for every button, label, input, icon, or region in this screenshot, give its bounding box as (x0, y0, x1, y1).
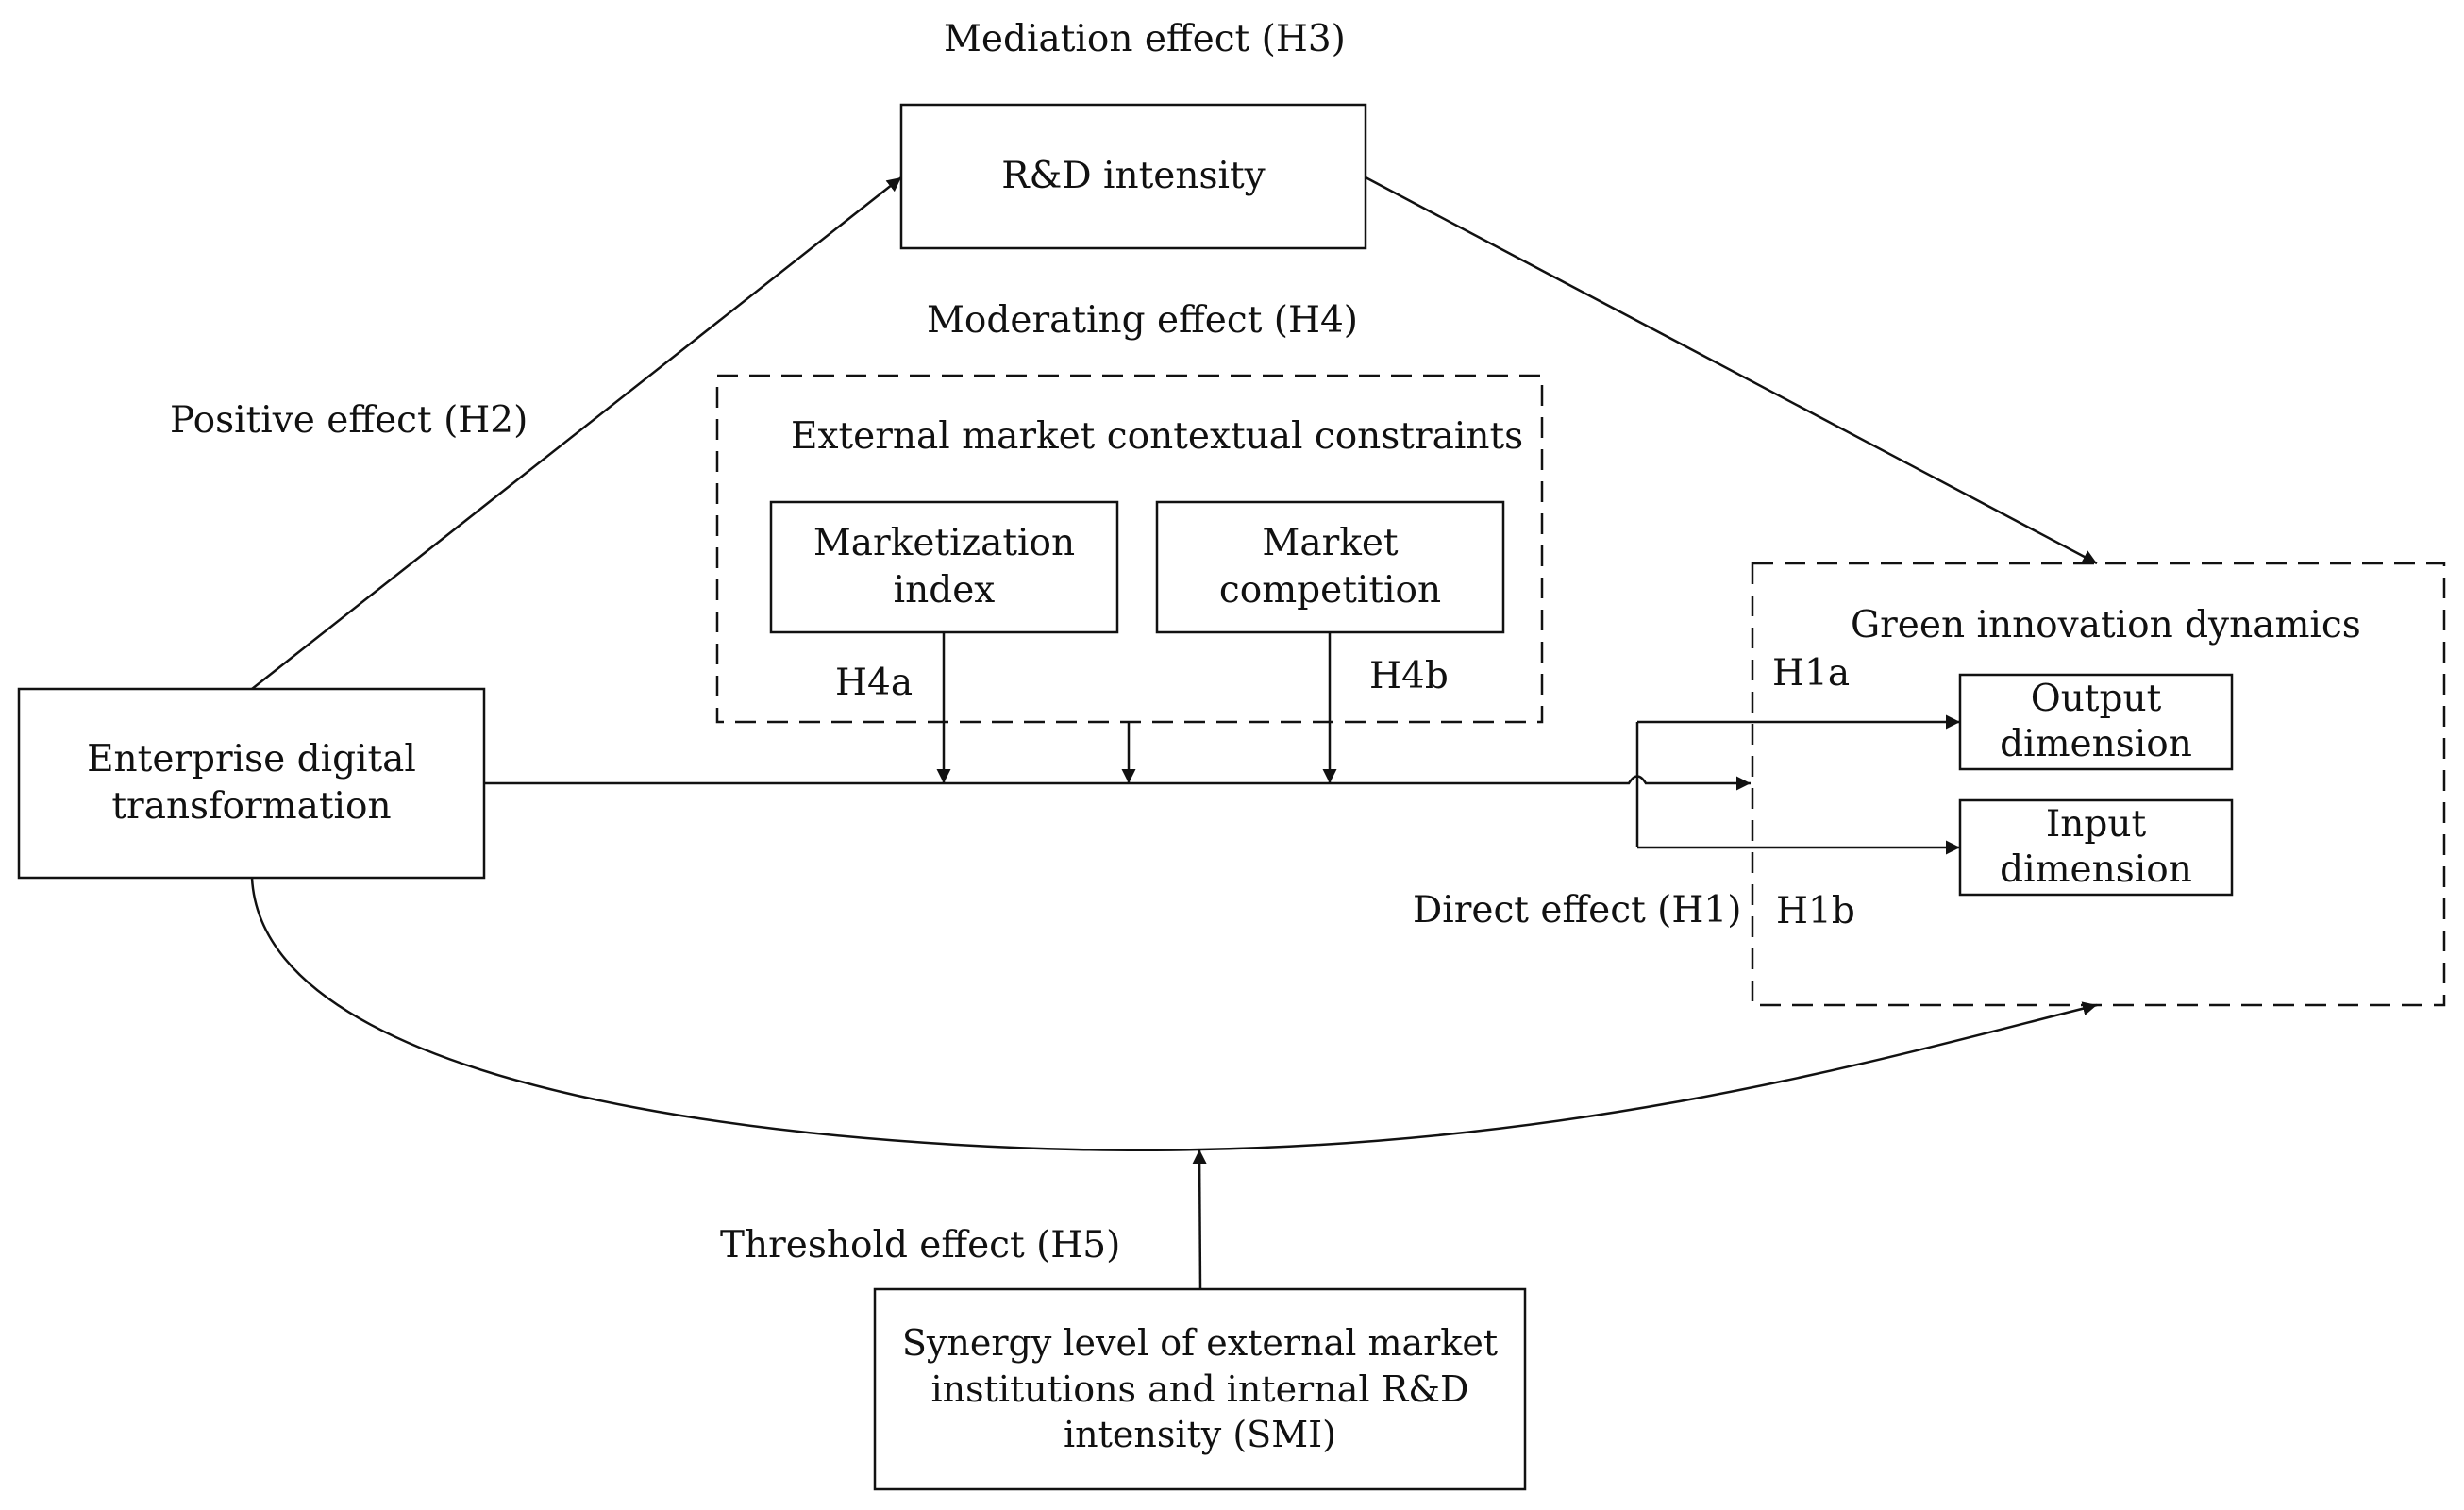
smi-text-line-3: intensity (SMI) (1064, 1414, 1336, 1456)
threshold-curve (250, 877, 2098, 1152)
smi-text-line-1: Synergy level of external market (901, 1322, 1499, 1365)
smi-text-line-2: institutions and internal R&D (930, 1367, 1469, 1410)
moderating-effect-label: Moderating effect (H4) (927, 299, 1359, 342)
marketization-text-line-2: index (893, 569, 996, 612)
output-dimension-node: Output dimension (1960, 675, 2232, 769)
rd-intensity-text: R&D intensity (1001, 155, 1266, 198)
green-innovation-group-border (1751, 562, 2446, 1007)
market-competition-text-line-2: competition (1218, 569, 1442, 612)
rd-intensity-node: R&D intensity (901, 105, 1366, 248)
edt-text-line-1: Enterprise digital (87, 738, 416, 781)
smi-node: Synergy level of external market institu… (875, 1289, 1525, 1489)
threshold-effect-label: Threshold effect (H5) (720, 1224, 1121, 1267)
h1b-label: H1b (1776, 890, 1855, 932)
threshold-arrow (1192, 1149, 1207, 1290)
h4a-label: H4a (835, 662, 914, 704)
edt-text-line-2: transformation (111, 785, 392, 828)
mediation-effect-label: Mediation effect (H3) (944, 18, 1346, 60)
h1a-label: H1a (1772, 652, 1851, 695)
output-text-line-2: dimension (2000, 723, 2192, 765)
marketization-text-line-1: Marketization (813, 522, 1076, 565)
rd-intensity-box (899, 103, 1367, 250)
positive-effect-arrow (251, 176, 902, 690)
direct-effect-label: Direct effect (H1) (1413, 889, 1742, 931)
h4b-label: H4b (1369, 655, 1449, 697)
marketization-index-node: Marketization index (771, 502, 1117, 632)
mediation-arrow (1365, 176, 2098, 565)
input-dimension-node: Input dimension (1960, 800, 2232, 895)
enterprise-digital-transformation-node: Enterprise digital transformation (19, 689, 484, 878)
input-text-line-1: Input (2045, 803, 2147, 847)
output-text-line-1: Output (2030, 678, 2162, 721)
external-constraints-title: External market contextual constraints (791, 415, 1524, 458)
positive-effect-label: Positive effect (H2) (170, 399, 528, 442)
input-text-line-2: dimension (2000, 848, 2192, 891)
green-innovation-title: Green innovation dynamics (1851, 604, 2361, 646)
market-competition-node: Market competition (1157, 502, 1503, 632)
market-competition-text-line-1: Market (1262, 522, 1399, 565)
direct-effect-line (484, 775, 1751, 791)
